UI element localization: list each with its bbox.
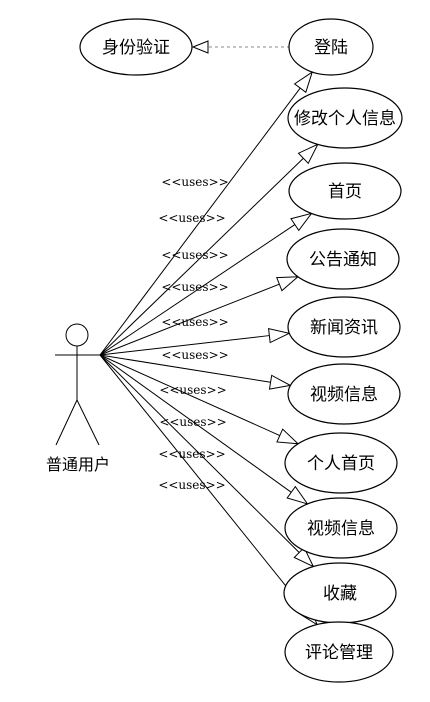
- association-1: [99, 70, 314, 356]
- association-line: [99, 354, 271, 383]
- arrow-head: [293, 546, 315, 568]
- association-line: [99, 354, 292, 493]
- uses-label: <<uses>>: [159, 383, 226, 397]
- use-case-ellipse: [288, 18, 374, 76]
- use-case-label: 个人首页: [307, 454, 375, 474]
- actor-left-leg: [55, 399, 78, 446]
- association-5: [99, 327, 291, 356]
- arrow-head: [297, 143, 319, 165]
- use-case-4[interactable]: 公告通知: [286, 228, 400, 290]
- association-7: [99, 354, 300, 445]
- association-line: [99, 354, 300, 553]
- uses-label: <<uses>>: [161, 315, 228, 329]
- use-case-ellipse: [284, 497, 398, 559]
- use-case-label: 收藏: [323, 584, 357, 604]
- uses-label: <<uses>>: [161, 248, 228, 262]
- uses-label: <<uses>>: [161, 348, 228, 362]
- use-case-label: 视频信息: [310, 385, 378, 405]
- uses-label: <<uses>>: [158, 478, 225, 492]
- association-line: [99, 87, 301, 356]
- actor-user[interactable]: 普通用户: [46, 323, 110, 474]
- use-case-ellipse: [284, 432, 398, 494]
- association-3: [99, 212, 313, 356]
- association-9: [99, 354, 315, 568]
- use-case-label: 新闻资讯: [310, 318, 378, 338]
- use-case-label: 首页: [328, 182, 362, 202]
- association-line: [99, 157, 304, 356]
- uses-label: <<uses>>: [161, 280, 228, 294]
- use-case-7[interactable]: 个人首页: [284, 432, 398, 494]
- use-case-6[interactable]: 视频信息: [287, 363, 401, 425]
- association-line: [99, 335, 270, 356]
- use-case-9[interactable]: 收藏: [283, 562, 397, 624]
- use-case-label: 视频信息: [307, 519, 375, 539]
- arrow-head: [276, 276, 300, 292]
- association-line: [99, 354, 305, 610]
- actor-right-leg: [76, 399, 100, 446]
- use-case-label: 评论管理: [305, 643, 373, 663]
- uses-label: <<uses>>: [159, 415, 226, 429]
- association-line: [99, 283, 280, 356]
- arrow-head: [290, 212, 313, 232]
- use-case-label: 公告通知: [309, 250, 377, 270]
- uses-label: <<uses>>: [161, 175, 228, 189]
- use-case-label: 身份验证: [102, 38, 170, 58]
- use-case-2[interactable]: 修改个人信息: [287, 87, 403, 149]
- association-line: [99, 354, 281, 437]
- use-case-ellipse: [288, 162, 402, 220]
- use-case-identity-verification[interactable]: 身份验证: [79, 18, 193, 76]
- use-case-ellipse: [287, 296, 401, 358]
- use-case-ellipse: [287, 363, 401, 425]
- use-case-ellipse: [286, 228, 400, 290]
- use-case-10[interactable]: 评论管理: [284, 621, 394, 683]
- association-4: [99, 276, 300, 356]
- arrow-head: [293, 70, 314, 94]
- association-8: [99, 354, 309, 505]
- arrow-head: [276, 428, 300, 445]
- arrow-head: [267, 327, 291, 344]
- arrow-head: [286, 485, 309, 505]
- uses-label: <<uses>>: [158, 211, 225, 225]
- use-case-5[interactable]: 新闻资讯: [287, 296, 401, 358]
- use-case-label: 登陆: [314, 38, 348, 58]
- association-2: [99, 143, 319, 356]
- actor-head: [65, 323, 89, 347]
- use-case-ellipse: [287, 87, 403, 149]
- association-lines: [99, 70, 319, 626]
- uses-label: <<uses>>: [158, 447, 225, 461]
- actor-label: 普通用户: [46, 455, 110, 474]
- use-case-label: 修改个人信息: [294, 109, 396, 129]
- use-case-1[interactable]: 登陆: [288, 18, 374, 76]
- association-line: [99, 224, 296, 356]
- association-6: [99, 354, 292, 390]
- use-case-ellipse: [284, 621, 394, 683]
- use-case-3[interactable]: 首页: [288, 162, 402, 220]
- use-case-8[interactable]: 视频信息: [284, 497, 398, 559]
- include-relation: [191, 40, 290, 54]
- uses-label-list: <<uses>> <<uses>> <<uses>> <<uses>> <<uses>>…: [158, 175, 228, 492]
- arrow-head: [268, 374, 292, 390]
